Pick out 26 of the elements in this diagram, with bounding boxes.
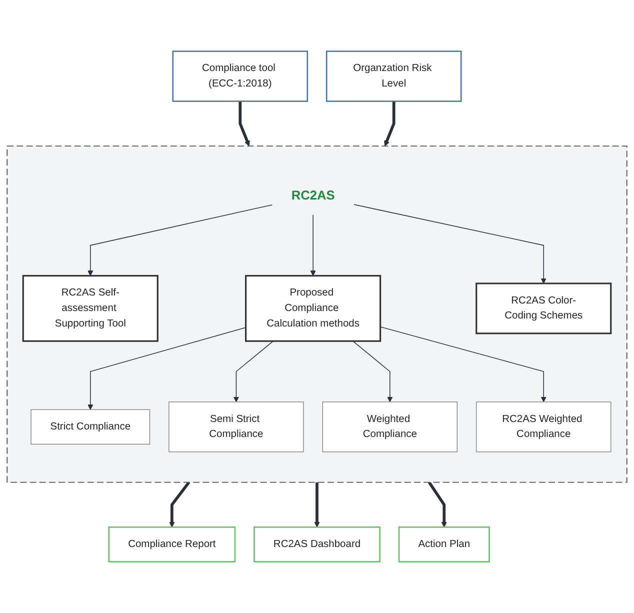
arrow [384, 101, 396, 146]
node-box: RC2AS Dashboard [254, 526, 380, 562]
node-box: Action Plan [398, 526, 490, 562]
node-box: Compliance Report [108, 526, 236, 562]
arrow [169, 481, 190, 528]
node-box: Weighted Compliance [322, 402, 458, 452]
node-box: RC2AS Self-assessment Supporting Tool [22, 274, 158, 342]
cluster [6, 146, 628, 483]
node-box: RC2AS Color-Coding Schemes [476, 282, 612, 334]
node-box: Organzation Risk Level [326, 50, 462, 102]
arrow [88, 327, 246, 410]
arrow [314, 482, 320, 528]
arrow [238, 101, 250, 146]
arrow [310, 214, 316, 276]
node-box: Compliance tool (ECC-1:2018) [172, 50, 308, 102]
node-text: RC2AS [291, 188, 335, 203]
node-box: Strict Compliance [30, 409, 150, 445]
arrow [233, 340, 274, 402]
node-box: RC2AS Weighted Compliance [476, 402, 612, 452]
arrow [352, 340, 393, 402]
node-box: Semi Strict Compliance [168, 402, 304, 452]
arrow [380, 326, 546, 402]
arrow [354, 204, 546, 284]
arrow [428, 482, 447, 528]
node-box: Proposed Compliance Calculation methods [245, 274, 382, 342]
arrow [88, 204, 273, 276]
